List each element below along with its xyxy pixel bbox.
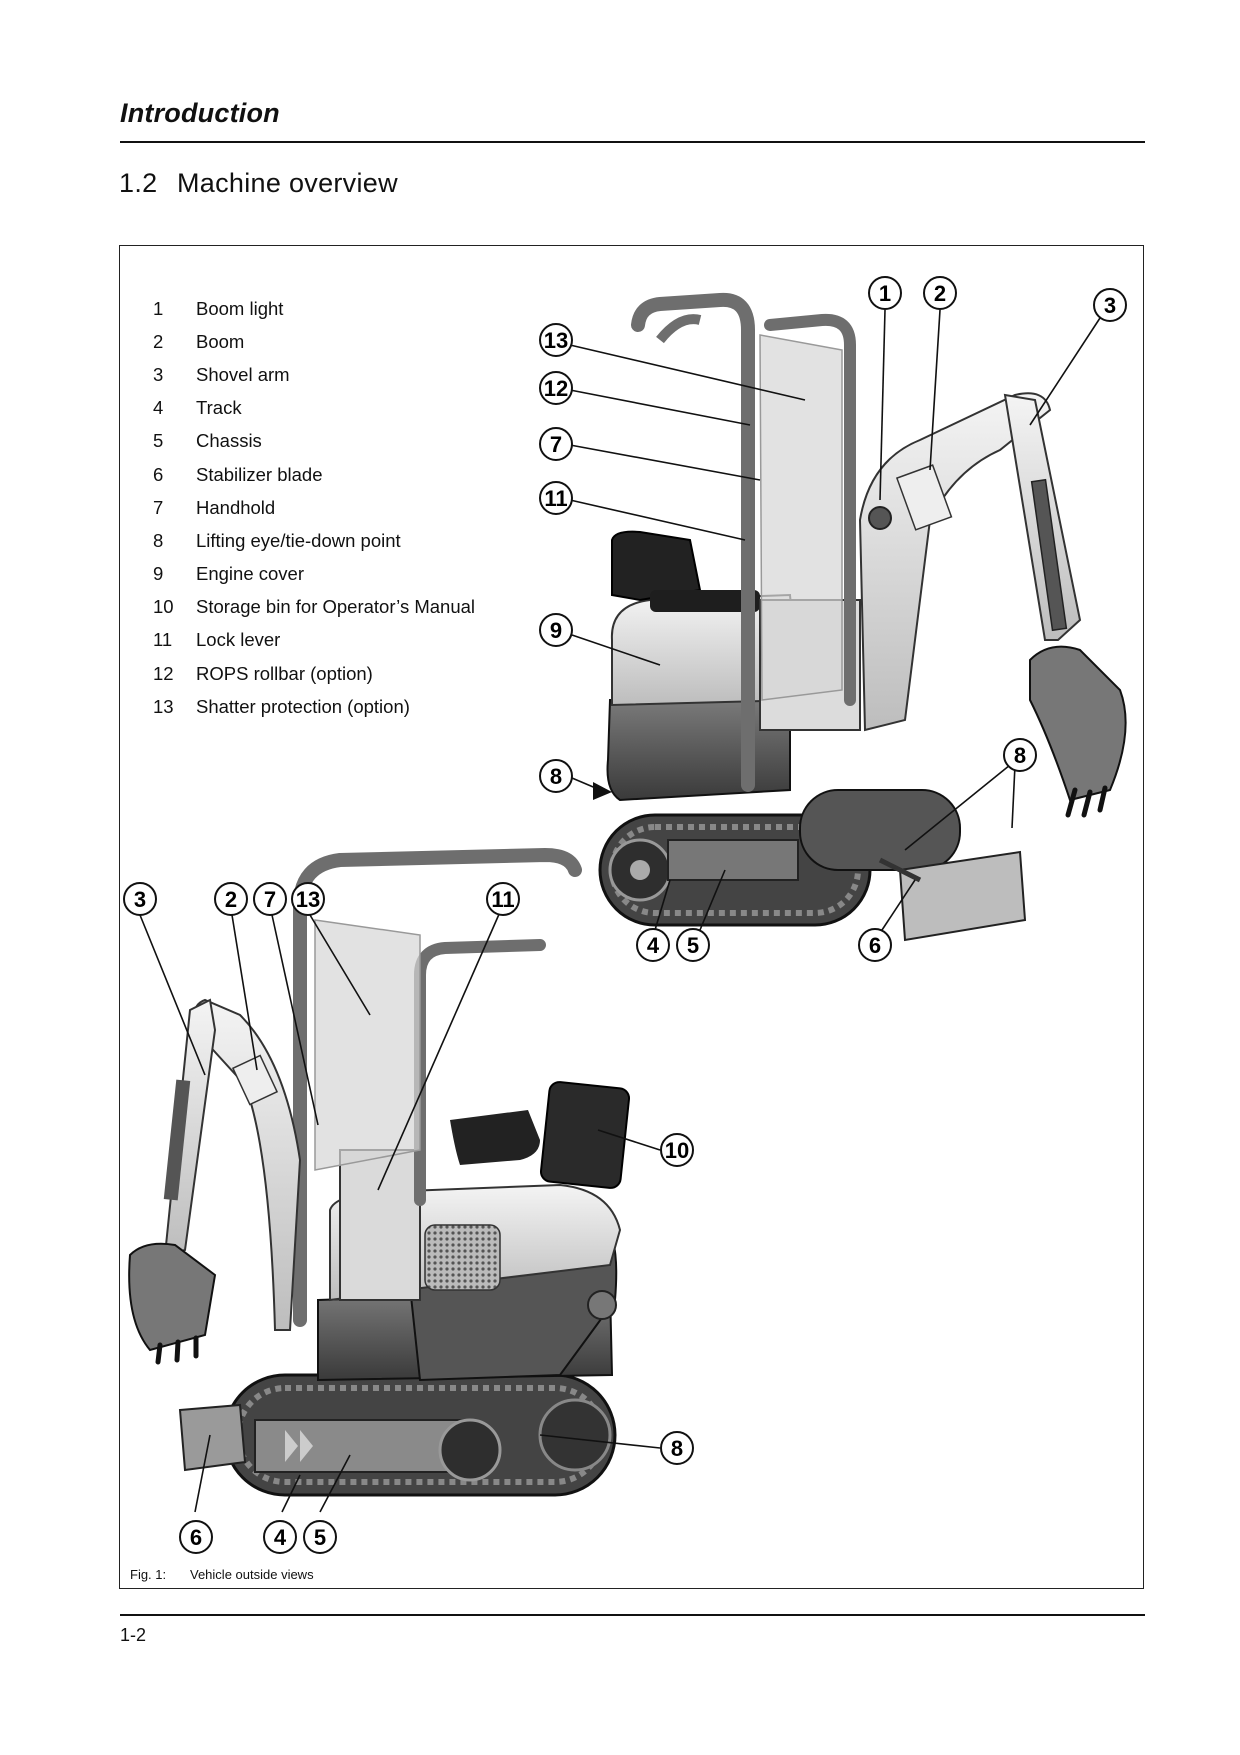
callout-3-bottom: 3	[123, 882, 157, 916]
svg-text:10: 10	[665, 1138, 689, 1163]
svg-text:11: 11	[491, 887, 514, 912]
svg-text:11: 11	[544, 486, 567, 511]
callout-2-bottom: 2	[214, 882, 248, 916]
figure-caption-text: Vehicle outside views	[190, 1567, 314, 1582]
svg-text:8: 8	[1014, 743, 1026, 768]
svg-text:2: 2	[934, 281, 946, 306]
svg-text:6: 6	[190, 1525, 202, 1550]
svg-text:8: 8	[550, 764, 562, 789]
callout-1-top: 1	[868, 276, 902, 310]
callout-6-top: 6	[858, 928, 892, 962]
svg-text:3: 3	[134, 887, 146, 912]
svg-text:1: 1	[879, 281, 891, 306]
callout-3-top: 3	[1093, 288, 1127, 322]
svg-text:4: 4	[647, 933, 660, 958]
figure-caption: Fig. 1: Vehicle outside views	[130, 1567, 314, 1582]
svg-text:7: 7	[550, 432, 562, 457]
header-rule	[120, 141, 1145, 143]
callout-8-top-left: 8	[539, 759, 573, 793]
page-number: 1-2	[120, 1625, 147, 1645]
svg-text:2: 2	[225, 887, 237, 912]
svg-text:3: 3	[1104, 293, 1116, 318]
callout-2-top: 2	[923, 276, 957, 310]
callouts: 1 2 3 13 12 7 11 9 8 8 4 5 6 3 2 7 13 11…	[123, 276, 1127, 1554]
callout-8-top-right: 8	[1003, 738, 1037, 772]
svg-text:13: 13	[296, 887, 320, 912]
section-title: Machine overview	[177, 168, 398, 198]
figure-frame	[119, 245, 1144, 1589]
callout-12-top: 12	[539, 371, 573, 405]
callout-8-bottom: 8	[660, 1431, 694, 1465]
excavator-top-view	[593, 292, 1127, 942]
svg-text:6: 6	[869, 933, 881, 958]
figure-label: Fig. 1:	[130, 1567, 167, 1582]
svg-text:5: 5	[314, 1525, 326, 1550]
callout-13-top: 13	[539, 323, 573, 357]
svg-text:12: 12	[544, 376, 568, 401]
footer-rule	[120, 1614, 1145, 1616]
running-header-title: Introduction	[120, 98, 280, 128]
svg-text:4: 4	[274, 1525, 287, 1550]
svg-text:13: 13	[544, 328, 568, 353]
svg-text:7: 7	[264, 887, 276, 912]
callout-6-bottom: 6	[179, 1520, 213, 1554]
callout-4-bottom: 4	[263, 1520, 297, 1554]
svg-text:8: 8	[671, 1436, 683, 1461]
callout-7-top: 7	[539, 427, 573, 461]
callout-13-bottom: 13	[291, 882, 325, 916]
callout-10-bottom: 10	[660, 1133, 694, 1167]
excavator-bottom-view	[128, 847, 631, 1497]
leader-lines	[139, 309, 1101, 1513]
callout-4-top: 4	[636, 928, 670, 962]
section-heading: 1.2 Machine overview	[119, 168, 398, 199]
callout-9-top: 9	[539, 613, 573, 647]
callout-7-bottom: 7	[253, 882, 287, 916]
svg-text:5: 5	[687, 933, 699, 958]
callout-11-bottom: 11	[486, 882, 520, 916]
callout-5-bottom: 5	[303, 1520, 337, 1554]
callout-5-top: 5	[676, 928, 710, 962]
callout-11-top: 11	[539, 481, 573, 515]
svg-text:9: 9	[550, 618, 562, 643]
section-number: 1.2	[119, 168, 158, 198]
